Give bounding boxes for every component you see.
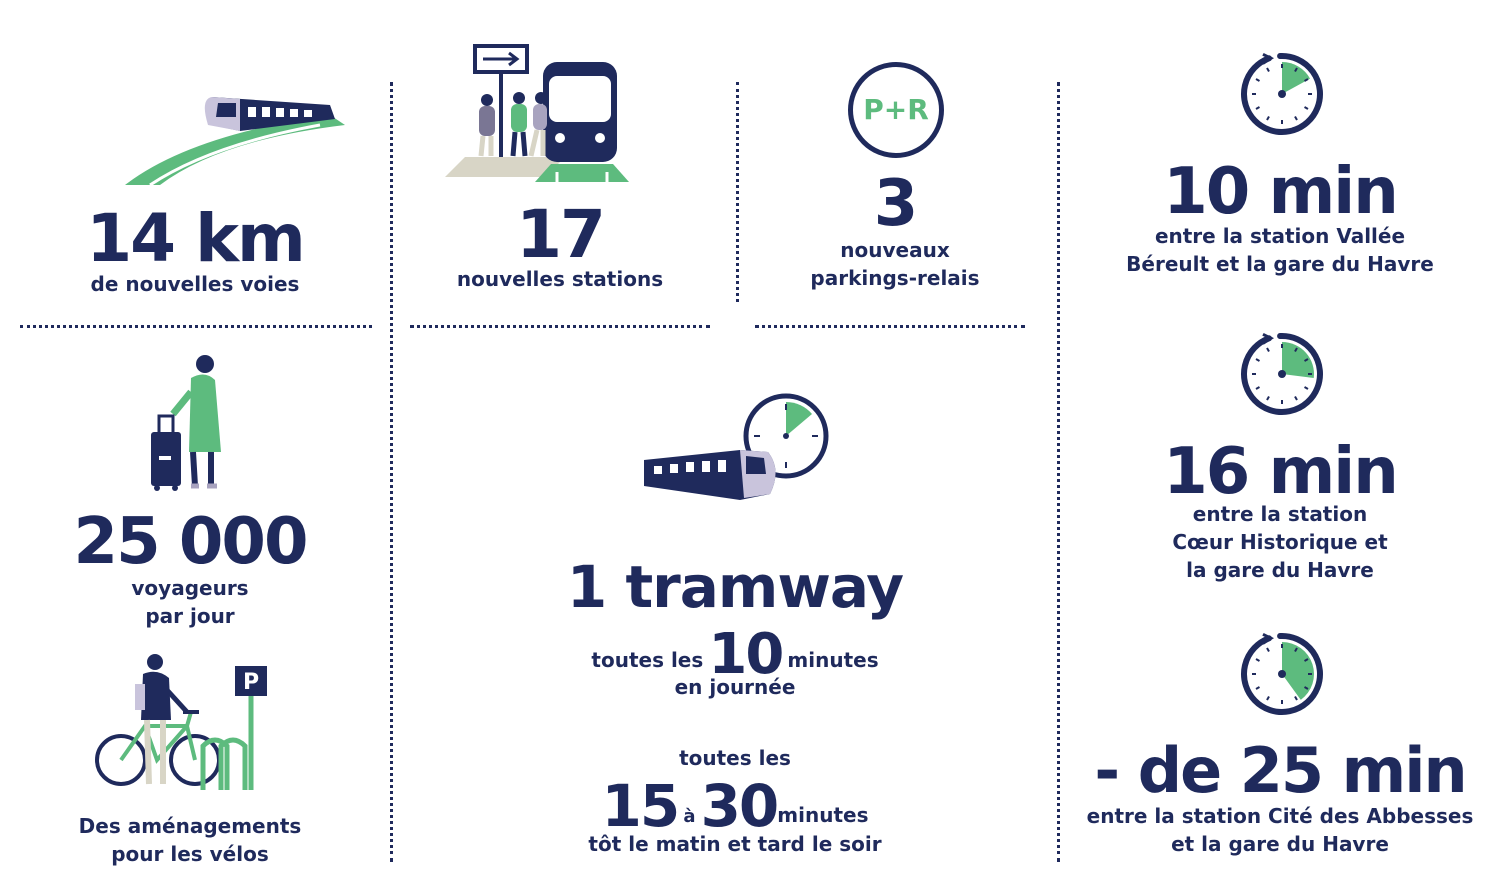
clock-tick	[1266, 347, 1270, 352]
clock-tick	[1255, 686, 1260, 690]
clock-arrow	[1262, 332, 1275, 345]
frequency-off-suffix: minutes	[777, 803, 869, 827]
clock-tick	[1304, 658, 1309, 662]
clock-sector	[1282, 62, 1311, 94]
stations-caption: nouvelles stations	[456, 267, 664, 291]
stations-value: 17	[516, 196, 606, 273]
clock-tick	[1266, 116, 1270, 121]
clock-center	[1278, 370, 1286, 378]
clock-tick	[1294, 696, 1298, 701]
frequency-day-note: en journée	[674, 675, 796, 699]
clock-ring	[1241, 333, 1323, 415]
divider-vertical-2	[736, 82, 739, 302]
clock-sector	[1282, 642, 1314, 700]
time-3-value: - de 25 min	[1094, 734, 1467, 807]
time-1-line1: entre la station Vallée	[1154, 224, 1406, 248]
frequency-off-to: 30	[700, 772, 780, 840]
clock-tick	[1255, 358, 1260, 362]
voyageurs-caption-line1: voyageurs	[131, 576, 249, 600]
frequency-headline: 1 tramway	[566, 553, 904, 621]
clock-tick	[1294, 647, 1298, 652]
parking-caption-line1: nouveaux	[840, 238, 950, 262]
clock-arrow	[1262, 52, 1275, 65]
clock-ring	[1241, 633, 1323, 715]
tram-on-track-icon	[125, 97, 345, 187]
velos-caption-line1: Des aménagements	[78, 814, 302, 838]
frequency-day-number: 10	[708, 622, 784, 687]
frequency-off-from: 15	[601, 772, 681, 840]
frequency-day-suffix: minutes	[787, 648, 879, 672]
clock-tick	[1294, 116, 1298, 121]
clock-sector	[1282, 342, 1314, 379]
clock-icon	[1241, 332, 1323, 415]
park-and-ride-icon: P+R	[848, 62, 944, 158]
time-1-value: 10 min	[1163, 155, 1399, 229]
time-2-line1: entre la station	[1192, 502, 1368, 526]
voyageurs-value: 25 000	[73, 505, 309, 579]
clock-tick	[1255, 658, 1260, 662]
bike-parking-sign-label: P	[242, 670, 260, 695]
clock-tick	[1266, 67, 1270, 72]
clock-tick	[1266, 647, 1270, 652]
divider-horizontal-3	[755, 325, 1025, 328]
clock-ring	[1241, 53, 1323, 135]
tram-station-icon	[445, 44, 629, 182]
time-3-line1: entre la station Cité des Abbesses	[1086, 804, 1474, 828]
clock-tick	[1304, 78, 1309, 82]
clock-icon	[1241, 632, 1323, 715]
time-3-line2: et la gare du Havre	[1171, 832, 1389, 856]
clock-tick	[1266, 696, 1270, 701]
parking-caption-line2: parkings-relais	[810, 266, 980, 290]
km-caption: de nouvelles voies	[90, 272, 300, 296]
frequency-off-prefix: toutes les	[679, 746, 791, 770]
divider-vertical-3	[1057, 82, 1060, 862]
clock-tick	[1255, 106, 1260, 110]
tram-with-clock-icon	[644, 393, 829, 500]
clock-tick	[1304, 106, 1309, 110]
clock-tick	[1266, 396, 1270, 401]
clock-center	[1278, 670, 1286, 678]
time-2-value: 16 min	[1163, 435, 1399, 509]
clock-arrow	[1262, 632, 1275, 645]
clock-tick	[1294, 67, 1298, 72]
frequency-day-row: toutes les 10 minutes	[540, 622, 930, 687]
clock-tick	[1255, 78, 1260, 82]
parking-value: 3	[873, 167, 919, 241]
divider-vertical-1	[390, 82, 393, 862]
frequency-off-row: 15 à 30minutes	[540, 772, 930, 840]
time-2-line2: Cœur Historique et	[1172, 530, 1388, 554]
clock-tick	[1304, 386, 1309, 390]
clock-tick	[1294, 347, 1298, 352]
traveler-with-suitcase-icon	[151, 355, 221, 491]
time-1-line2: Béreult et la gare du Havre	[1126, 252, 1434, 276]
clock-icon	[1241, 52, 1323, 135]
divider-horizontal-2	[410, 325, 710, 328]
cyclist-bike-parking-icon	[95, 654, 267, 790]
divider-horizontal-1	[20, 325, 372, 328]
clock-tick	[1304, 358, 1309, 362]
voyageurs-caption-line2: par jour	[145, 604, 235, 628]
frequency-day-prefix: toutes les	[591, 648, 704, 672]
frequency-off-note: tôt le matin et tard le soir	[588, 832, 882, 856]
clock-center	[1278, 90, 1286, 98]
km-value: 14 km	[86, 200, 306, 277]
time-2-line3: la gare du Havre	[1186, 558, 1374, 582]
clock-tick	[1294, 396, 1298, 401]
clock-tick	[1304, 686, 1309, 690]
velos-caption-line2: pour les vélos	[111, 842, 269, 866]
frequency-off-a: à	[683, 806, 696, 827]
clock-tick	[1255, 386, 1260, 390]
park-and-ride-label: P+R	[863, 93, 929, 126]
